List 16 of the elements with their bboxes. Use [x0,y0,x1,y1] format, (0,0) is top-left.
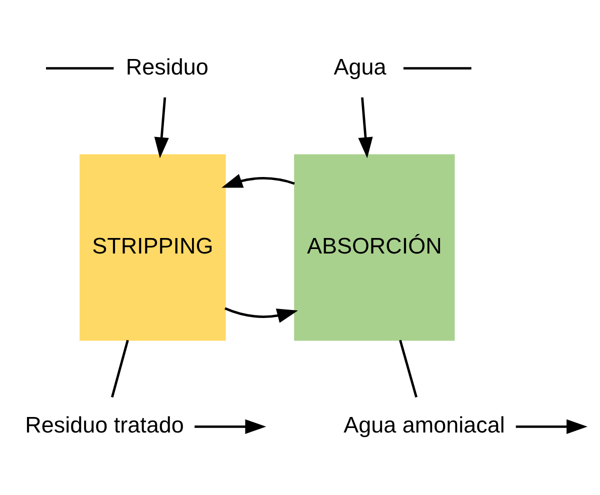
node-text: Residuo tratado [25,412,184,438]
node-box: ABSORCIÓN [294,154,455,341]
arrow [194,419,266,434]
node-text: Residuo [126,54,208,80]
node-box: STRIPPING [80,154,226,341]
connector [399,340,418,398]
arrow [154,97,169,158]
connector [46,67,114,70]
arrow [516,419,588,434]
arrow [358,97,373,158]
node-text: Agua [334,54,386,80]
connector [403,67,472,70]
arrow [222,174,295,188]
node-text: Agua amoniacal [344,412,505,438]
arrow [224,307,298,323]
connector [110,340,129,398]
